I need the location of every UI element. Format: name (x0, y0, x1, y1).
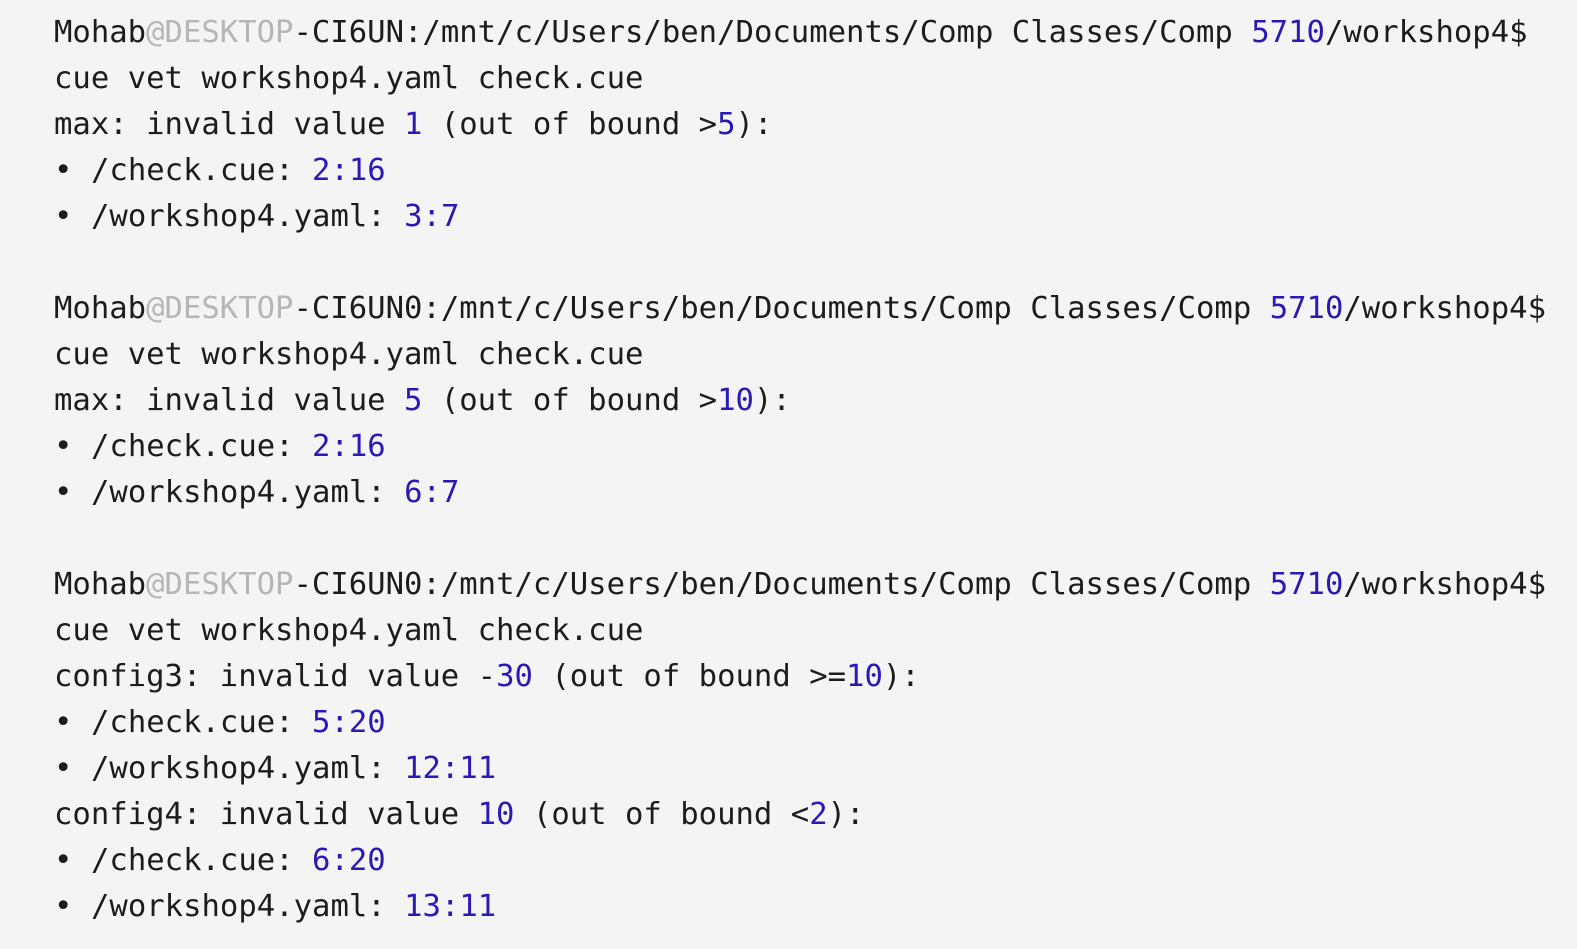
reference-position: 6:7 (404, 475, 460, 510)
error-text: ): (753, 383, 791, 418)
prompt-host: @DESKTOP (146, 291, 294, 326)
reference-position: 2:16 (312, 429, 386, 464)
shell-prompt: Mohab@DESKTOP-CI6UN0:/mnt/c/Users/ben/Do… (54, 286, 1577, 332)
error-text: ): (827, 797, 865, 832)
error-text: max: invalid value (54, 383, 404, 418)
reference-path: /check.cue: (91, 705, 313, 740)
error-text: (out of bound > (422, 383, 718, 418)
error-reference: • /check.cue: 2:16 (54, 148, 1577, 194)
error-reference: • /workshop4.yaml: 6:7 (54, 470, 1577, 516)
error-reference: • /check.cue: 6:20 (54, 838, 1577, 884)
bullet-icon: • (54, 429, 73, 464)
prompt-path-tail: /workshop4$ (1343, 291, 1546, 326)
reference-path: /workshop4.yaml: (91, 889, 405, 924)
command-line: cue vet workshop4.yaml check.cue (54, 613, 644, 648)
error-text: (out of bound >= (532, 659, 847, 694)
error-bound: 10 (846, 659, 883, 694)
reference-position: 2:16 (312, 153, 386, 188)
error-text: config3: invalid value - (54, 659, 497, 694)
error-message: max: invalid value 1 (out of bound >5): (54, 102, 1577, 148)
error-bound: 2 (809, 797, 828, 832)
error-text: ): (882, 659, 920, 694)
prompt-user: Mohab (54, 15, 147, 50)
error-value: 30 (496, 659, 533, 694)
error-text: (out of bound < (514, 797, 810, 832)
prompt-user: Mohab (54, 567, 147, 602)
bullet-icon: • (54, 153, 73, 188)
command-block-3: Mohab@DESKTOP-CI6UN0:/mnt/c/Users/ben/Do… (54, 562, 1577, 930)
error-reference: • /workshop4.yaml: 3:7 (54, 194, 1577, 240)
error-message: max: invalid value 5 (out of bound >10): (54, 378, 1577, 424)
reference-path: /workshop4.yaml: (91, 751, 405, 786)
prompt-host: @DESKTOP (146, 567, 294, 602)
reference-position: 3:7 (404, 199, 460, 234)
error-reference: • /check.cue: 5:20 (54, 700, 1577, 746)
error-bound: 10 (717, 383, 754, 418)
reference-path: /check.cue: (91, 843, 313, 878)
prompt-path: -CI6UN0:/mnt/c/Users/ben/Documents/Comp … (293, 567, 1270, 602)
error-text: (out of bound > (422, 107, 718, 142)
bullet-icon: • (54, 889, 73, 924)
error-value: 10 (477, 797, 515, 832)
error-reference: • /check.cue: 2:16 (54, 424, 1577, 470)
bullet-icon: • (54, 199, 73, 234)
bullet-icon: • (54, 751, 73, 786)
prompt-host: @DESKTOP (146, 15, 294, 50)
command-line: cue vet workshop4.yaml check.cue (54, 337, 644, 372)
error-bound: 5 (717, 107, 736, 142)
command-block-1: Mohab@DESKTOP-CI6UN:/mnt/c/Users/ben/Doc… (54, 10, 1577, 240)
error-reference: • /workshop4.yaml: 12:11 (54, 746, 1577, 792)
prompt-path-tail: /workshop4$ (1324, 15, 1528, 50)
error-text: config4: invalid value (54, 797, 478, 832)
reference-path: /workshop4.yaml: (91, 475, 405, 510)
reference-path: /check.cue: (91, 429, 313, 464)
error-message: config4: invalid value 10 (out of bound … (54, 792, 1577, 838)
reference-position: 6:20 (312, 843, 386, 878)
error-reference: • /workshop4.yaml: 13:11 (54, 884, 1577, 930)
shell-prompt: Mohab@DESKTOP-CI6UN0:/mnt/c/Users/ben/Do… (54, 562, 1577, 608)
prompt-path-tail: /workshop4$ (1343, 567, 1546, 602)
prompt-user: Mohab (54, 291, 147, 326)
error-value: 1 (403, 107, 423, 142)
reference-path: /workshop4.yaml: (91, 199, 405, 234)
prompt-path-number: 5710 (1251, 15, 1325, 50)
bullet-icon: • (54, 843, 73, 878)
bullet-icon: • (54, 705, 73, 740)
reference-position: 5:20 (312, 705, 386, 740)
error-text: max: invalid value (54, 107, 404, 142)
reference-path: /check.cue: (91, 153, 313, 188)
prompt-path-number: 5710 (1269, 291, 1344, 326)
error-text: ): (735, 107, 773, 142)
prompt-path: -CI6UN:/mnt/c/Users/ben/Documents/Comp C… (293, 15, 1252, 50)
bullet-icon: • (54, 475, 73, 510)
error-value: 5 (403, 383, 423, 418)
prompt-path-number: 5710 (1269, 567, 1344, 602)
prompt-path: -CI6UN0:/mnt/c/Users/ben/Documents/Comp … (293, 291, 1270, 326)
command-line: cue vet workshop4.yaml check.cue (54, 61, 644, 96)
reference-position: 12:11 (404, 751, 497, 786)
shell-prompt: Mohab@DESKTOP-CI6UN:/mnt/c/Users/ben/Doc… (54, 10, 1577, 56)
error-message: config3: invalid value -30 (out of bound… (54, 654, 1577, 700)
command-block-2: Mohab@DESKTOP-CI6UN0:/mnt/c/Users/ben/Do… (54, 286, 1577, 516)
reference-position: 13:11 (404, 889, 497, 924)
